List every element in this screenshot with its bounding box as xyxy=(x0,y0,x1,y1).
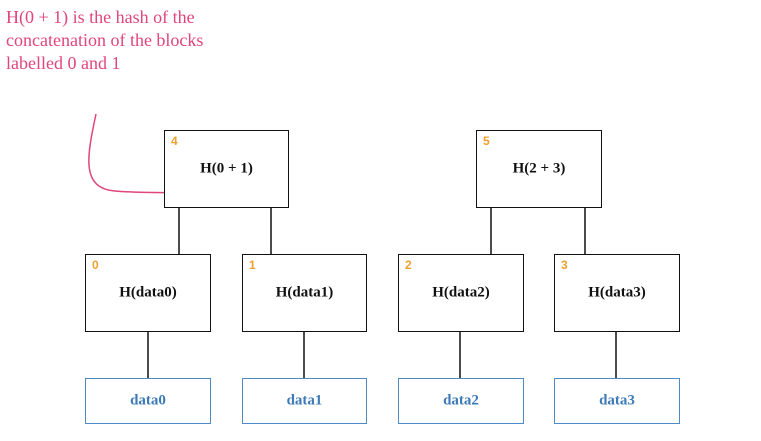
node-index: 5 xyxy=(483,134,490,148)
node-1: 1 H(data1) xyxy=(242,254,367,332)
data-block-2: data2 xyxy=(398,378,524,424)
node-2: 2 H(data2) xyxy=(398,254,524,332)
data-block-3: data3 xyxy=(554,378,680,424)
node-5: 5 H(2 + 3) xyxy=(476,130,602,208)
node-label: H(data0) xyxy=(119,284,177,301)
node-label: H(0 + 1) xyxy=(200,160,253,177)
data-label: data0 xyxy=(130,392,166,409)
node-label: H(data1) xyxy=(275,284,334,301)
node-label: H(2 + 3) xyxy=(512,160,566,177)
node-index: 0 xyxy=(92,258,99,272)
node-index: 1 xyxy=(249,258,256,272)
data-label: data3 xyxy=(599,392,635,409)
data-block-1: data1 xyxy=(242,378,367,424)
node-3: 3 H(data3) xyxy=(554,254,680,332)
data-block-0: data0 xyxy=(85,378,211,424)
data-label: data2 xyxy=(443,392,479,409)
node-label: H(data3) xyxy=(588,284,646,301)
node-label: H(data2) xyxy=(432,284,490,301)
node-index: 2 xyxy=(405,258,412,272)
node-index: 4 xyxy=(171,134,178,148)
annotation-note: H(0 + 1) is the hash of the concatenatio… xyxy=(6,7,204,73)
node-0: 0 H(data0) xyxy=(85,254,211,332)
node-4: 4 H(0 + 1) xyxy=(164,130,289,208)
data-label: data1 xyxy=(286,392,323,409)
node-index: 3 xyxy=(561,258,568,272)
